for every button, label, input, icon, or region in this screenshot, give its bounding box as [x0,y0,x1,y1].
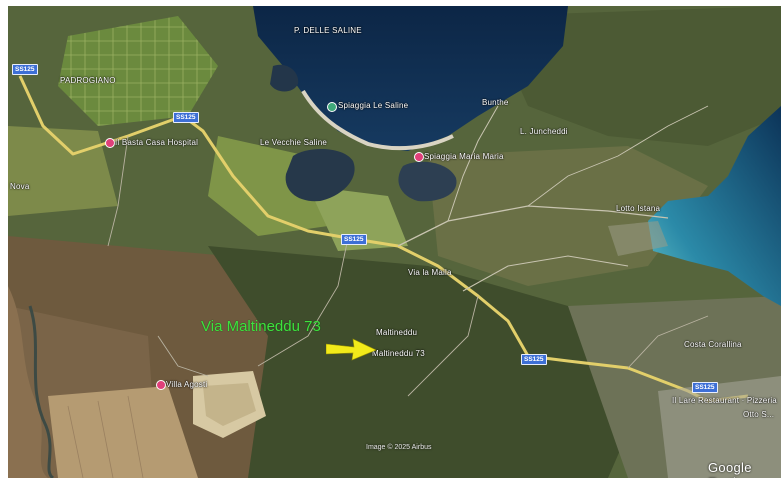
place-label-le-vecchie-saline: Le Vecchie Saline [260,138,328,147]
road-shield: SS125 [692,382,718,393]
road-shield: SS125 [173,112,199,123]
place-label-juncheddi: L. Juncheddi [520,127,568,136]
place-label-nova: Nova [10,182,30,191]
place-label-spiaggia: Spiaggia Le Saline [338,101,409,110]
place-label-maltineddu: Maltineddu [376,328,418,337]
pin-icon[interactable] [105,138,115,148]
place-label-lare-restaurant: Il Lare Restaurant · Pizzeria [672,396,777,405]
pin-icon[interactable] [327,102,337,112]
terrain-layer [8,6,781,478]
pin-icon[interactable] [156,380,166,390]
place-label-costa-corallina: Costa Corallina [684,340,742,349]
place-label-lotto-istana: Lotto Istana [616,204,661,213]
place-label-porto-saline: P. DELLE SALINE [294,26,362,35]
location-annotation: Via Maltineddu 73 [201,318,321,335]
place-label-padrogiano: PADROGIANO [60,76,116,85]
place-label-bunthe: Bunthe [482,98,509,107]
google-earth-logo: Google Earth [708,460,752,478]
place-label-otto: Otto S... [743,410,775,419]
place-label-via-maria: Via la Maila [408,268,452,277]
satellite-map[interactable]: P. DELLE SALINE PADROGIANO Le Vecchie Sa… [8,6,781,478]
place-label-maltineddu-73: Maltineddu 73 [372,349,425,358]
road-shield: SS125 [521,354,547,365]
arrow-icon [326,338,376,361]
place-label-villa-agosti: Villa Agosti [166,380,208,389]
place-label-basta-casa: Il Basta Casa Hospital [115,138,199,147]
imagery-credit: Image © 2025 Airbus [366,444,432,451]
road-shield: SS125 [341,234,367,245]
pin-icon[interactable] [414,152,424,162]
place-label-punta-maria: Spiaggia Maria Maria [424,152,504,161]
road-shield: SS125 [12,64,38,75]
